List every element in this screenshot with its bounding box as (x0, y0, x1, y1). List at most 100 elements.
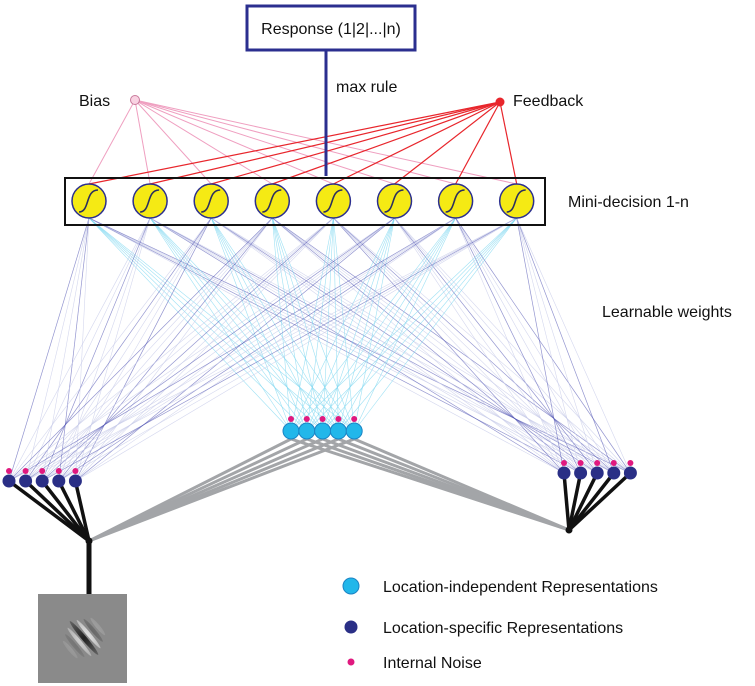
location-independent-group (282, 416, 363, 440)
bias-line (134, 99, 334, 185)
weight-line (25, 217, 456, 482)
branch-line (567, 472, 599, 531)
bias-line (134, 99, 212, 185)
weight-line (58, 217, 334, 482)
noise-node (627, 460, 634, 466)
branch-line (24, 479, 91, 543)
weight-line (455, 217, 631, 474)
weight-line (272, 217, 355, 432)
legend-marker-location-specific (344, 620, 358, 634)
mini-decision-unit (132, 183, 168, 219)
weight-line (41, 217, 212, 482)
weight-line (149, 217, 308, 432)
weight-line (75, 217, 212, 482)
weight-line (25, 217, 334, 482)
legend-label-location-independent: Location-independent Representations (383, 579, 658, 596)
weight-line (75, 217, 517, 482)
weight-line (353, 217, 517, 432)
weight-line (149, 217, 323, 432)
weight-line (338, 217, 395, 432)
weight-line (290, 217, 395, 432)
weight-line (516, 217, 565, 474)
weight-line (210, 217, 292, 432)
feedback-line (88, 101, 501, 185)
mini-decision-unit (498, 183, 535, 219)
sigmoid-icon (506, 189, 526, 213)
weight-line (272, 217, 565, 474)
weight-line (210, 217, 355, 432)
learnable-weight-connections (8, 217, 631, 482)
weight-line (333, 217, 615, 474)
weight-line (211, 217, 581, 474)
feedback-label: Feedback (513, 93, 584, 110)
bias-line (134, 99, 456, 185)
weight-line (75, 217, 151, 482)
weight-line (88, 217, 323, 432)
feedback-line (499, 101, 518, 185)
location-specific-node (2, 474, 16, 488)
weight-line (58, 217, 90, 482)
weight-line (75, 217, 90, 482)
location-specific-node (557, 466, 571, 480)
weight-line (333, 217, 565, 474)
location-independent-node (329, 422, 347, 440)
mini-decision-units (71, 183, 535, 219)
noise-node (288, 416, 294, 422)
noise-node (22, 468, 29, 474)
sigmoid-icon (201, 189, 221, 213)
weight-line (58, 217, 212, 482)
mini-decision-box (64, 177, 546, 226)
max-rule-label: max rule (336, 79, 397, 96)
branch-line (40, 479, 91, 543)
weight-line (88, 217, 581, 474)
weight-line (211, 217, 631, 474)
sigmoid-icon (78, 189, 99, 213)
branch-line (73, 480, 91, 542)
mini-decision-unit (315, 183, 352, 219)
location-specific-node (623, 466, 637, 480)
weight-line (455, 217, 615, 474)
location-specific-node (52, 474, 66, 488)
feedback-line (272, 101, 501, 185)
legend-marker-location-independent (342, 577, 360, 595)
feedback-line (211, 101, 501, 185)
weight-line (8, 217, 212, 482)
sigmoid-icon (384, 189, 404, 213)
noise-node (335, 416, 342, 422)
bias-line (134, 99, 273, 185)
weight-line (306, 217, 334, 432)
weight-line (41, 217, 273, 482)
bias-label: Bias (79, 93, 110, 110)
mini-decision-unit (376, 183, 413, 219)
weight-line (322, 217, 334, 432)
bias-line (88, 99, 136, 185)
noise-node (6, 468, 12, 474)
weight-line (8, 217, 517, 482)
weight-line (516, 217, 598, 474)
weight-line (211, 217, 598, 474)
branch-line (562, 472, 571, 531)
branch-line (57, 480, 91, 542)
weight-line (306, 217, 517, 432)
bias-node (130, 95, 140, 105)
weight-line (25, 217, 90, 482)
weight-line (272, 217, 339, 432)
weight-line (8, 217, 90, 482)
weight-line (455, 217, 598, 474)
location-independent-node (345, 422, 363, 440)
weight-line (353, 217, 395, 432)
weight-line (455, 217, 565, 474)
branch-line (567, 472, 583, 531)
weight-line (25, 217, 395, 482)
weight-line (25, 217, 212, 482)
weight-line (333, 217, 598, 474)
weight-line (210, 217, 323, 432)
weight-line (290, 217, 456, 432)
noise-node (303, 416, 310, 422)
response-label: Response (1|2|...|n) (261, 21, 401, 38)
weight-line (8, 217, 151, 482)
weight-line (25, 217, 517, 482)
weight-line (338, 217, 456, 432)
location-specific-node (68, 474, 82, 488)
bias-line (134, 99, 151, 185)
